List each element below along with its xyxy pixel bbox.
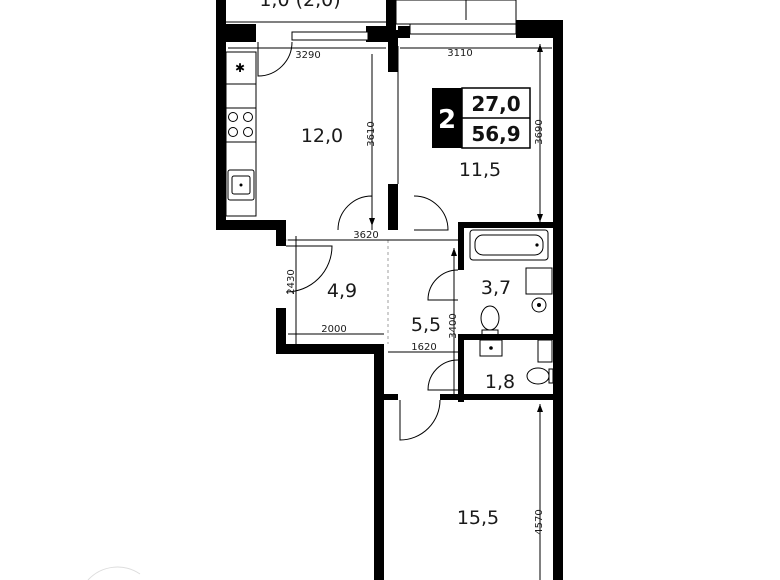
bathroom-fixtures: [469, 229, 554, 385]
door-entrance: [285, 245, 333, 293]
wall-room-top-left: [398, 26, 410, 38]
room-corridor-area: 5,5: [411, 314, 441, 336]
balcony-window: [395, 0, 517, 25]
room-kitchen-area: 12,0: [301, 125, 343, 147]
balcony-wall-right: [386, 0, 396, 30]
wall-left-lower: [374, 344, 384, 580]
washing-machine-icon: [525, 267, 553, 313]
fridge-icon: ✱: [235, 61, 245, 75]
dim-hall-bottom-width: 2000: [321, 324, 346, 335]
room-wc-area: 1,8: [485, 371, 515, 393]
kitchen-fixtures: ✱: [225, 51, 257, 217]
dim-kitchen-width: 3290: [295, 50, 320, 61]
windows: [291, 23, 517, 41]
wall-room-bottom-top: [384, 394, 398, 400]
dim-corridor-width: 1620: [411, 342, 436, 353]
room-top-right-area: 11,5: [459, 159, 501, 181]
bathroom-sink-icon: [479, 339, 503, 357]
toilet-icon: [480, 305, 500, 336]
dim-room-top-width: 3110: [447, 48, 472, 59]
logo-mark: [87, 566, 141, 580]
dim-corridor-height: 3400: [448, 313, 459, 338]
wc-shaft: [537, 339, 553, 363]
dim-room-top-height: 3690: [534, 119, 545, 144]
wall-kitchen-left: [216, 24, 226, 230]
dim-hall-top-width: 3620: [353, 230, 378, 241]
door-kitchen: [337, 195, 373, 231]
window-room-top: [409, 23, 517, 35]
wall-hall-bottom: [276, 344, 382, 354]
wall-hall-left-top: [276, 220, 286, 246]
window-kitchen: [291, 31, 369, 41]
wall-hall-left-bottom: [276, 308, 286, 354]
dim-room-bottom-height: 4570: [534, 509, 545, 534]
room-hall-area: 4,9: [327, 280, 357, 302]
wc-toilet-icon: [526, 367, 554, 385]
wall-kitchen-bottom: [216, 220, 286, 230]
dimension-lines: [228, 44, 552, 580]
wall-right: [553, 20, 563, 580]
wall-room-top-right: [516, 20, 556, 38]
dim-kitchen-height: 3610: [366, 121, 377, 146]
badge-total-area: 56,9: [471, 122, 520, 146]
wall-partition-top: [388, 30, 398, 72]
badge-rooms: 2: [438, 105, 456, 135]
sink-icon: [227, 169, 255, 201]
balcony-wall-left: [216, 0, 226, 24]
wall-bath-top: [458, 222, 553, 228]
doors: [257, 41, 459, 441]
door-room-bottom: [399, 399, 441, 441]
wall-bath-left-bottom: [458, 340, 464, 402]
room-bathroom-area: 3,7: [481, 277, 511, 299]
walls: [216, 20, 563, 580]
badge-rooms-box: [432, 88, 462, 148]
wall-bath-left-top: [458, 222, 464, 270]
wall-wc-bottom: [440, 394, 553, 400]
wall-bath-divider: [458, 334, 553, 340]
room-bottom-area: 15,5: [457, 507, 499, 529]
door-wc: [427, 359, 459, 391]
bathtub-icon: [469, 229, 549, 261]
stove-icon: [225, 107, 257, 143]
apartment-badge: 2 27,0 56,9: [432, 87, 531, 149]
door-balcony-kitchen: [257, 41, 293, 77]
door-bathroom: [427, 269, 459, 301]
dim-hall-height: 2430: [286, 269, 297, 294]
balcony-area: 1,0 (2,0): [259, 0, 340, 11]
badge-living-area: 27,0: [471, 92, 520, 116]
door-room-top: [413, 195, 449, 231]
wall-partition-bottom: [388, 184, 398, 230]
